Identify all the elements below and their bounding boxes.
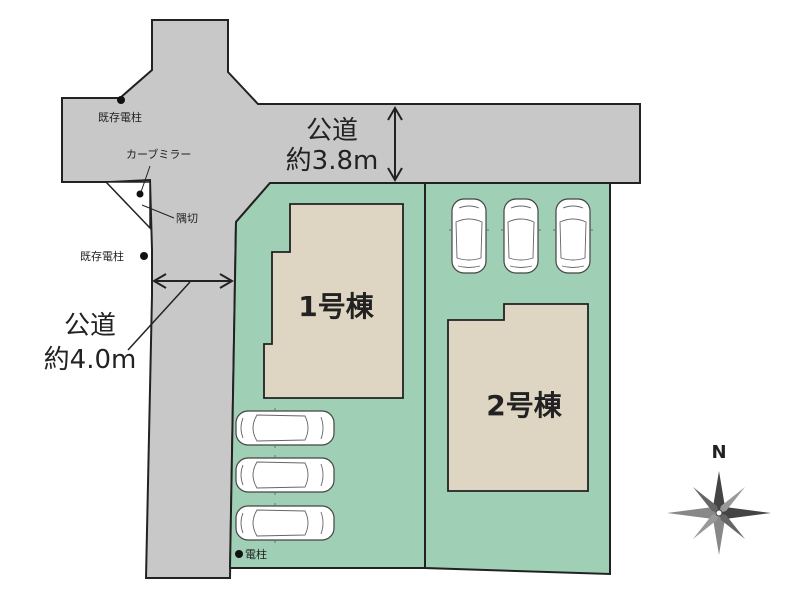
- compass-star-icon: [667, 471, 771, 555]
- building-2: [447, 303, 589, 492]
- car-5: [235, 454, 335, 496]
- leader-line: [127, 281, 191, 351]
- car-2: [500, 198, 542, 274]
- compass-north-label: N: [711, 442, 726, 463]
- corner-cut-area: [104, 181, 151, 230]
- car-4: [235, 407, 335, 449]
- left-arrow-head: [152, 273, 167, 289]
- top-road-annotation: 公道 約3.8m: [286, 106, 403, 182]
- pole-bottom: 電柱: [235, 547, 267, 561]
- bottom-arrow-head: [387, 167, 403, 182]
- corner-cut: 隅切: [141, 204, 198, 225]
- left-road-annotation: 公道 約4.0m: [44, 273, 234, 375]
- building-1: [263, 203, 404, 399]
- pole-top-dot: [117, 96, 125, 104]
- mirror-dot: [136, 190, 144, 198]
- vertical-road: [61, 19, 641, 579]
- corner-cut-label: 隅切: [176, 212, 198, 225]
- car-6: [235, 502, 335, 544]
- buildings: 1号棟 2号棟: [263, 203, 589, 492]
- pole-left-dot: [140, 252, 148, 260]
- pole-bottom-label: 電柱: [245, 547, 267, 561]
- roads: [61, 19, 641, 579]
- curve-mirror-label: カーブミラー: [126, 147, 191, 161]
- left-road-name: 公道: [64, 311, 116, 341]
- curve-mirror: カーブミラー: [126, 147, 191, 198]
- pole-top-label: 既存電柱: [98, 110, 142, 124]
- building-1-label: 1号棟: [298, 290, 374, 323]
- pole-left-label: 既存電柱: [80, 249, 124, 263]
- top-road-width: 約3.8m: [286, 146, 379, 176]
- corner-cut-leader: [141, 204, 175, 219]
- pole-left: 既存電柱: [80, 249, 148, 263]
- car-1: [448, 198, 490, 274]
- building-2-label: 2号棟: [486, 389, 562, 422]
- pole-bottom-dot: [235, 550, 243, 558]
- top-arrow-head: [387, 106, 403, 121]
- top-road-name: 公道: [306, 116, 358, 146]
- right-arrow-head: [219, 273, 234, 289]
- pole-top: 既存電柱: [98, 96, 142, 124]
- compass-rose: N: [667, 442, 771, 555]
- mirror-leader: [140, 165, 151, 193]
- left-road-width: 約4.0m: [44, 345, 137, 375]
- car-3: [552, 198, 594, 274]
